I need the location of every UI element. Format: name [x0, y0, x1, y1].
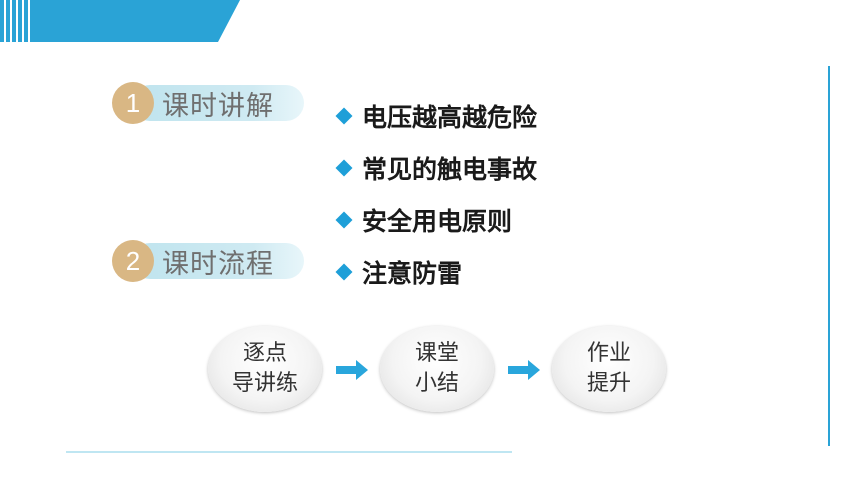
- right-arrow-icon: [508, 360, 540, 380]
- section-number-badge: 2: [112, 240, 154, 282]
- flow-step-line: 导讲练: [231, 371, 298, 396]
- flow-step-summary[interactable]: 课堂 小结: [380, 326, 494, 412]
- diamond-bullet-icon: [335, 159, 353, 177]
- bottom-divider: [66, 451, 512, 453]
- diamond-bullet-icon: [335, 263, 353, 281]
- topic-text: 电压越高越危险: [362, 103, 538, 132]
- flow-step-line: 提升: [586, 371, 631, 396]
- section-pill: [132, 243, 304, 279]
- list-item[interactable]: 安全用电原则: [334, 194, 537, 246]
- list-item[interactable]: 常见的触电事故: [334, 142, 537, 194]
- diamond-bullet-icon: [335, 211, 353, 229]
- list-item[interactable]: 电压越高越危险: [334, 90, 537, 142]
- section-pill: [132, 85, 304, 121]
- flow-step-practice[interactable]: 逐点 导讲练: [208, 326, 322, 412]
- topic-text: 注意防雷: [362, 259, 463, 288]
- flow-step-homework[interactable]: 作业 提升: [552, 326, 666, 412]
- section-label: 课时讲解: [162, 90, 274, 122]
- list-item[interactable]: 注意防雷: [334, 246, 537, 298]
- right-divider: [828, 66, 830, 446]
- topic-text: 安全用电原则: [362, 207, 513, 236]
- right-arrow-icon: [336, 360, 368, 380]
- section-label: 课时流程: [162, 248, 274, 280]
- flow-step-line: 作业: [586, 341, 631, 366]
- diamond-bullet-icon: [335, 107, 353, 125]
- flow-step-line: 课堂: [414, 341, 459, 366]
- section-number-badge: 1: [112, 82, 154, 124]
- flow-step-line: 小结: [414, 371, 459, 396]
- section-tag-lecture: 1 课时讲解: [112, 82, 304, 124]
- topic-text: 常见的触电事故: [362, 155, 538, 184]
- flow-step-line: 逐点: [242, 341, 287, 366]
- topic-list: 电压越高越危险 常见的触电事故 安全用电原则 注意防雷: [334, 90, 537, 298]
- header-banner: [0, 0, 240, 42]
- section-tag-flow: 2 课时流程: [112, 240, 304, 282]
